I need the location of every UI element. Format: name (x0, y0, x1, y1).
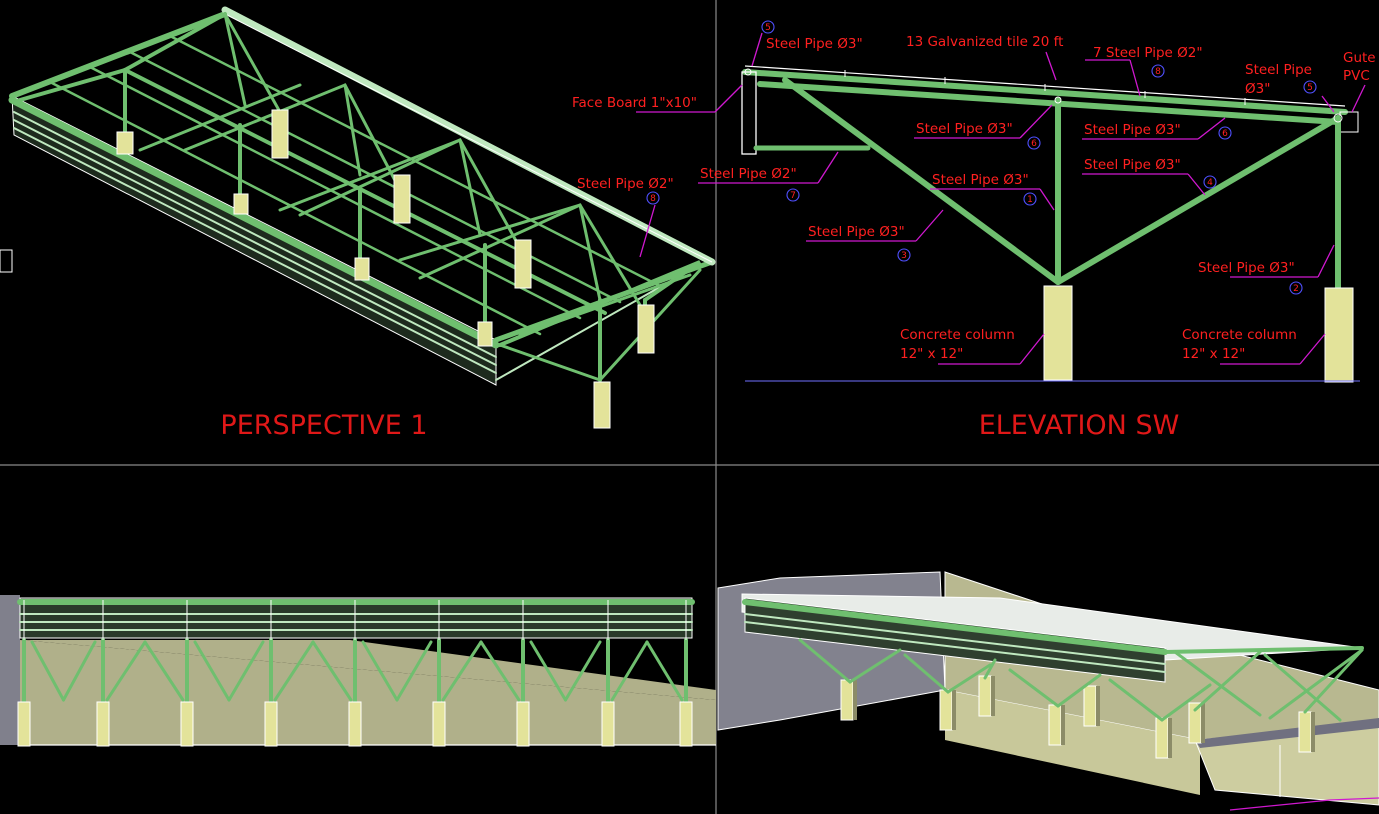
svg-text:Gute: Gute (1343, 50, 1376, 66)
elevation-title: ELEVATION SW (979, 410, 1180, 441)
perspective-ridge-beam (221, 6, 716, 266)
svg-text:Concrete column: Concrete column (1182, 327, 1297, 343)
elevation-column-right (1324, 287, 1354, 383)
svg-text:Face Board 1"x10": Face Board 1"x10" (572, 95, 697, 111)
perspective-trusses (18, 11, 702, 382)
svg-text:4: 4 (1207, 178, 1213, 188)
front-wall-fill (20, 640, 716, 745)
viewport-elevation-sw[interactable]: 5 Steel Pipe Ø3" 13 Galvanized tile 20 f… (572, 20, 1376, 441)
svg-text:1: 1 (1027, 195, 1033, 205)
viewport-perspective-1[interactable]: Steel Pipe Ø2" 8 PERSPECTIVE 1 (8, 6, 716, 441)
svg-text:Steel Pipe Ø3": Steel Pipe Ø3" (932, 172, 1029, 188)
svg-text:3: 3 (901, 251, 907, 261)
perspective-fascia (8, 95, 715, 386)
svg-text:Ø3": Ø3" (1245, 81, 1270, 97)
elevation-frame (744, 68, 1343, 293)
perspective-pipe-label: Steel Pipe Ø2" (577, 176, 674, 192)
svg-text:12" x 12": 12" x 12" (1182, 346, 1245, 362)
persp2-roof (741, 593, 1363, 661)
elevation-face-board (741, 71, 757, 155)
svg-text:Steel Pipe Ø3": Steel Pipe Ø3" (808, 224, 905, 240)
front-railing (17, 597, 695, 639)
elevation-column-left (1043, 285, 1073, 381)
svg-text:12" x 12": 12" x 12" (900, 346, 963, 362)
svg-text:13 Galvanized tile 20 ft: 13 Galvanized tile 20 ft (906, 34, 1063, 50)
svg-text:7: 7 (790, 191, 796, 201)
front-frame (17, 600, 693, 747)
svg-text:Steel Pipe Ø3": Steel Pipe Ø3" (1084, 122, 1181, 138)
svg-text:Steel Pipe: Steel Pipe (1245, 62, 1312, 78)
svg-text:Steel Pipe Ø2": Steel Pipe Ø2" (700, 166, 797, 182)
elevation-gutter (1339, 111, 1359, 133)
perspective-left-eave (9, 11, 228, 99)
svg-text:2: 2 (1293, 284, 1299, 294)
svg-text:Steel Pipe Ø3": Steel Pipe Ø3" (766, 36, 863, 52)
persp2-frame (798, 638, 1364, 759)
svg-text:Steel Pipe Ø3": Steel Pipe Ø3" (1084, 157, 1181, 173)
viewport-perspective-2[interactable] (717, 571, 1379, 811)
perspective-title: PERSPECTIVE 1 (220, 410, 427, 441)
svg-text:7 Steel Pipe Ø2": 7 Steel Pipe Ø2" (1093, 45, 1203, 61)
svg-text:Steel Pipe Ø3": Steel Pipe Ø3" (1198, 260, 1295, 276)
svg-text:PVC: PVC (1343, 68, 1370, 84)
svg-text:5: 5 (1307, 83, 1313, 93)
perspective-marker: 8 (650, 194, 656, 204)
svg-text:Steel Pipe Ø3": Steel Pipe Ø3" (916, 121, 1013, 137)
viewport-front-elevation[interactable] (0, 595, 716, 747)
elevation-roof (742, 65, 1348, 125)
svg-text:Concrete column: Concrete column (900, 327, 1015, 343)
elevation-annotations: 5 Steel Pipe Ø3" 13 Galvanized tile 20 f… (572, 20, 1376, 365)
svg-text:6: 6 (1222, 129, 1228, 139)
svg-text:6: 6 (1031, 139, 1037, 149)
svg-text:5: 5 (765, 23, 771, 33)
svg-text:8: 8 (1155, 67, 1161, 77)
perspective-columns (116, 109, 655, 429)
